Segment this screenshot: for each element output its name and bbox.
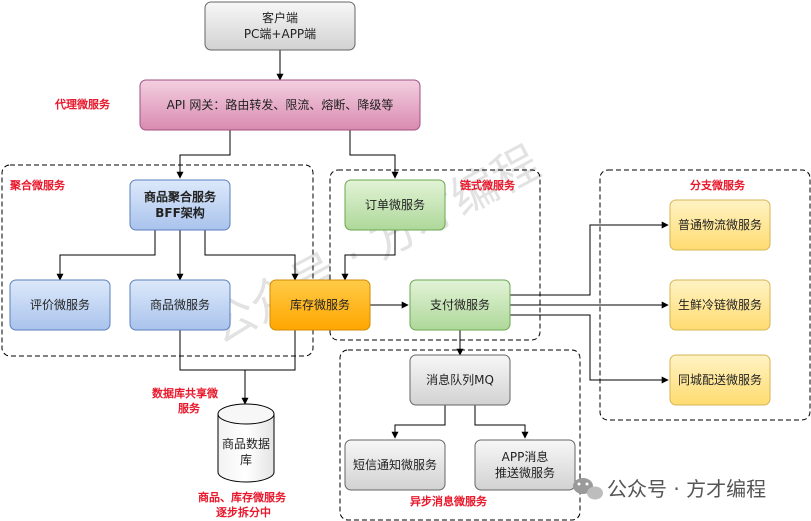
connectors (56, 50, 669, 439)
order-service-node[interactable]: 订单微服务 (344, 179, 446, 231)
async-annotation: 异步消息微服务 (410, 494, 488, 508)
database-label-line2: 库 (240, 452, 252, 467)
arrow-bff-inventory (204, 230, 299, 281)
shared-db-annotation-line2: 服务 (178, 401, 201, 415)
database-node[interactable]: 商品数据 库 (217, 403, 275, 483)
chain-annotation: 链式微服务 (460, 178, 516, 192)
api-gateway-label: API 网关：路由转发、限流、熔断、降级等 (167, 97, 394, 112)
arrow-bff-review (56, 230, 156, 281)
client-label-line1: 客户端 (262, 10, 298, 25)
footer-text: 公众号 · 方才编程 (607, 477, 766, 501)
bff-label-line1: 商品聚合服务 (144, 189, 217, 204)
arrow-product-inventory-database (179, 330, 296, 404)
arrow-gateway-bff (176, 130, 231, 179)
arrow-payment-logistics (510, 221, 669, 296)
sms-service-node[interactable]: 短信通知微服务 (344, 439, 446, 491)
logistics-service-node[interactable]: 普通物流微服务 (669, 199, 771, 251)
same-city-service-label: 同城配送微服务 (678, 372, 762, 387)
order-service-label: 订单微服务 (365, 197, 425, 212)
payment-service-node[interactable]: 支付微服务 (409, 279, 511, 331)
product-service-label: 商品微服务 (150, 297, 210, 312)
aggregate-annotation: 聚合微服务 (9, 178, 66, 192)
message-queue-label: 消息队列MQ (426, 372, 494, 387)
client-label-line2: PC端+APP端 (244, 27, 316, 41)
arrow-order-inventory (341, 230, 396, 281)
aggregate-group-frame (1, 164, 314, 357)
review-service-label: 评价微服务 (30, 297, 90, 312)
chain-group-frame (329, 169, 541, 341)
shared-db-annotation-line1: 数据库共享微 (152, 386, 219, 400)
app-push-service-node[interactable]: APP消息 推送微服务 (474, 439, 576, 491)
client-node[interactable]: 客户端 PC端+APP端 (204, 1, 356, 51)
cold-chain-service-node[interactable]: 生鲜冷链微服务 (669, 279, 771, 331)
footer-brand: 公众号 · 方才编程 (573, 477, 766, 501)
message-queue-node[interactable]: 消息队列MQ (409, 354, 511, 406)
bff-label-line2: BFF架构 (155, 205, 205, 220)
arrow-payment-samecity (510, 314, 669, 384)
cold-chain-service-label: 生鲜冷链微服务 (678, 297, 762, 312)
arrow-mq-sms (391, 405, 446, 439)
database-label-line1: 商品数据 (222, 436, 270, 451)
product-service-node[interactable]: 商品微服务 (129, 279, 231, 331)
inventory-service-label: 库存微服务 (290, 297, 350, 312)
branch-group-frame (599, 169, 811, 421)
app-push-label-line1: APP消息 (502, 449, 549, 464)
arrow-gateway-order (349, 130, 399, 179)
logistics-service-label: 普通物流微服务 (678, 217, 762, 232)
split-annotation-line1: 商品、库存微服务 (198, 490, 287, 504)
wechat-icon (573, 478, 603, 500)
branch-annotation: 分支微服务 (690, 178, 746, 192)
inventory-service-node[interactable]: 库存微服务 (269, 279, 371, 331)
arrow-mq-apppush (474, 405, 529, 439)
sms-service-label: 短信通知微服务 (353, 457, 437, 472)
bff-node[interactable]: 商品聚合服务 BFF架构 (129, 179, 231, 231)
payment-service-label: 支付微服务 (430, 297, 490, 312)
review-service-node[interactable]: 评价微服务 (9, 279, 111, 331)
app-push-label-line2: 推送微服务 (495, 465, 555, 480)
proxy-annotation: 代理微服务 (54, 97, 111, 111)
api-gateway-node[interactable]: API 网关：路由转发、限流、熔断、降级等 (139, 79, 421, 131)
same-city-service-node[interactable]: 同城配送微服务 (669, 354, 771, 406)
split-annotation-line2: 逐步拆分中 (216, 505, 271, 519)
